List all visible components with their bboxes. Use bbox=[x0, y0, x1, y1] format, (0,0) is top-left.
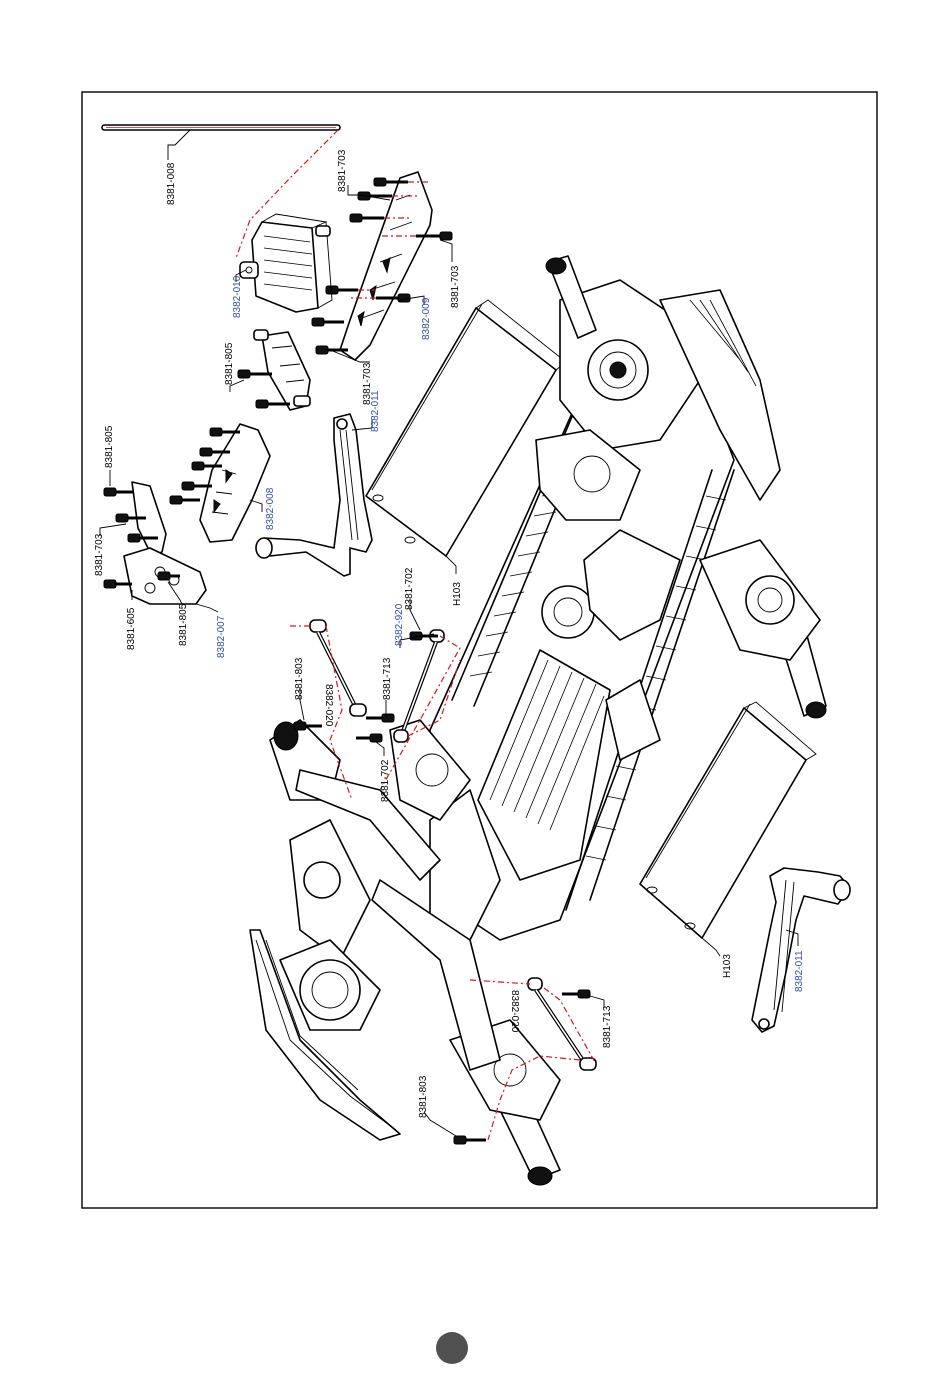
label-8381-703-left: 8381-703 bbox=[94, 533, 105, 576]
label-h103-bottom: H103 bbox=[722, 954, 733, 978]
leader-007 bbox=[196, 604, 218, 612]
label-8381-805-c: 8381-805 bbox=[178, 603, 189, 646]
label-8382-020-bottom: 8382-020 bbox=[509, 990, 520, 1033]
label-8382-009: 8382-009 bbox=[421, 297, 432, 340]
label-8381-702-top: 8381-702 bbox=[404, 567, 415, 610]
leader-h103-bottom bbox=[702, 938, 720, 956]
label-8381-805-a: 8381-805 bbox=[224, 342, 235, 385]
part-receiver-box bbox=[240, 214, 332, 312]
part-rod bbox=[102, 125, 340, 160]
label-8381-703-a: 8381-703 bbox=[337, 149, 348, 192]
label-h103-top: H103 bbox=[452, 582, 463, 606]
part-top-plate bbox=[340, 172, 432, 360]
label-8382-007: 8382-007 bbox=[216, 615, 227, 658]
label-8382-920: 8382-920 bbox=[394, 603, 405, 646]
leader-703-b bbox=[440, 240, 452, 262]
label-8381-713-bottom: 8381-713 bbox=[602, 1005, 613, 1048]
label-8382-020-top: 8382-020 bbox=[323, 684, 334, 727]
label-8381-703-b: 8381-703 bbox=[450, 265, 461, 308]
label-8381-803-top: 8381-803 bbox=[294, 657, 305, 700]
label-8382-010: 8382-010 bbox=[232, 275, 243, 318]
label-8381-605: 8381-605 bbox=[126, 607, 137, 650]
label-8381-805-b: 8381-805 bbox=[104, 425, 115, 468]
label-8382-011-bottom: 8382-011 bbox=[794, 950, 805, 992]
label-8381-803-bottom: 8381-803 bbox=[418, 1075, 429, 1118]
leader-h103-top bbox=[446, 556, 456, 574]
part-servo-mount bbox=[254, 330, 310, 410]
leader-702-mid bbox=[376, 742, 384, 756]
label-8382-008: 8382-008 bbox=[265, 487, 276, 530]
label-8382-011-top: 8382-011 bbox=[370, 390, 381, 432]
label-8381-702-mid: 8381-702 bbox=[380, 759, 391, 802]
page-dot bbox=[436, 1332, 468, 1364]
part-bracket-bottom bbox=[752, 868, 850, 1032]
label-8381-713-top: 8381-713 bbox=[382, 657, 393, 700]
part-plate-008 bbox=[200, 424, 270, 542]
label-8381-008: 8381-008 bbox=[166, 162, 177, 205]
